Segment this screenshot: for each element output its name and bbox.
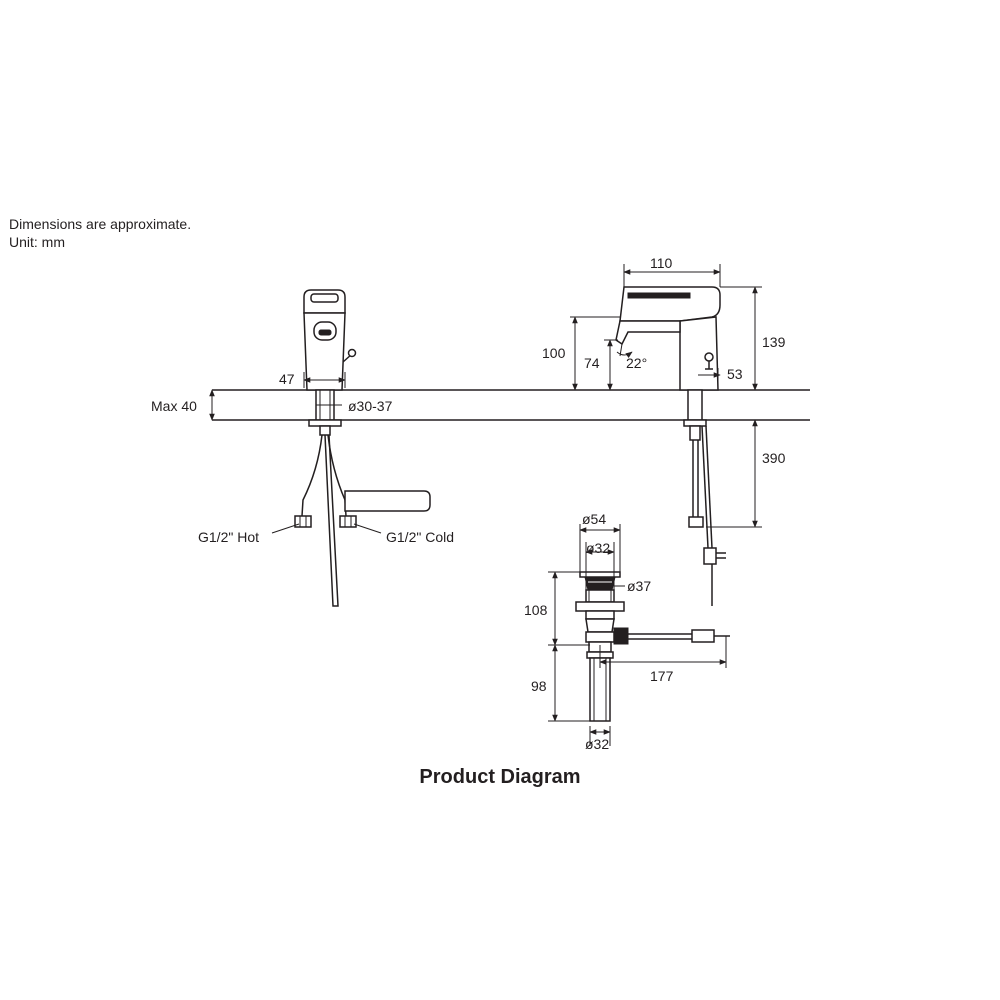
dim-waste-lower: 98 [531,678,547,694]
dim-waste-upper: 108 [524,602,548,618]
dim-outlet-height: 74 [584,355,600,371]
popup-waste [575,571,730,722]
note-approximate: Dimensions are approximate. [9,216,192,232]
front-dimensions [209,372,382,534]
side-dimensions [570,264,762,528]
dim-waste-inner: ø32 [586,540,610,556]
dim-spout-height: 100 [542,345,566,361]
dim-spout-reach: 110 [650,255,673,271]
countertop [212,389,810,421]
dim-waste-flange: ø54 [582,511,606,527]
faucet-side-view [615,286,726,606]
dimension-note: Dimensions are approximate. Unit: mm [9,215,191,251]
dim-deck-max: Max 40 [151,398,197,414]
dim-waste-tail: ø32 [585,736,609,752]
waste-dimensions [548,524,727,746]
dim-rod-length: 177 [650,668,674,684]
dim-spout-angle: 22° [626,355,647,371]
diagram-title: Product Diagram [419,766,581,788]
dim-hose-length: 390 [762,450,786,466]
dim-base-offset: 53 [727,366,743,382]
dim-total-height: 139 [762,334,786,350]
dim-waste-body: ø37 [627,578,651,594]
faucet-front-view [294,289,431,607]
dim-hole-diameter: ø30-37 [348,398,393,414]
label-cold-inlet: G1/2" Cold [386,529,454,545]
dim-front-width: 47 [279,371,295,387]
note-unit: Unit: mm [9,234,65,250]
label-hot-inlet: G1/2" Hot [198,529,259,545]
